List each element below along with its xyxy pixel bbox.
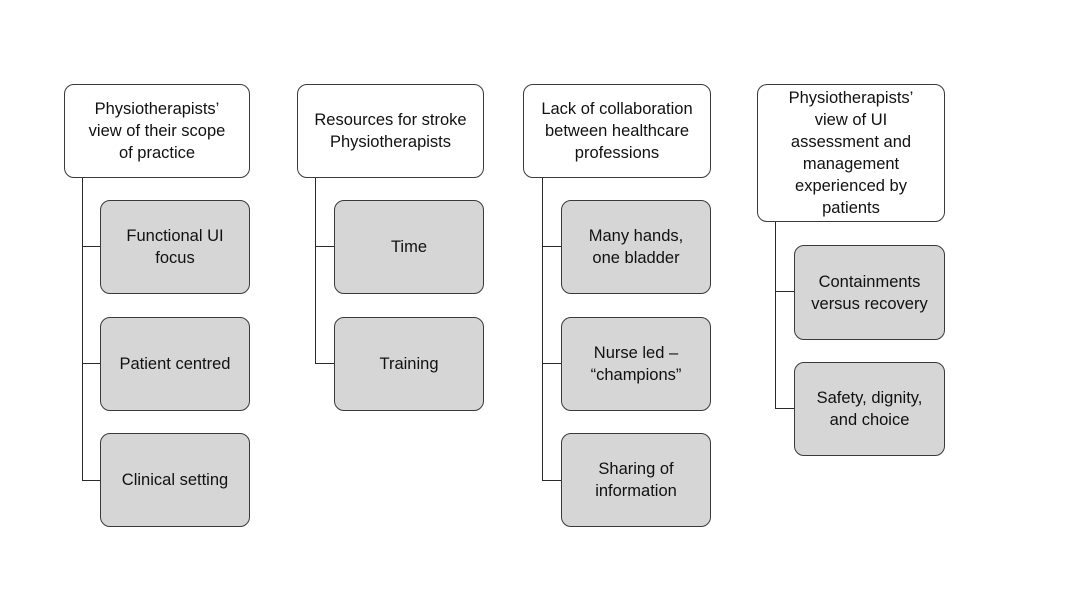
subtheme-label: Safety, dignity, and choice bbox=[816, 389, 923, 429]
subtheme-box: Safety, dignity, and choice bbox=[794, 362, 945, 456]
connector-horizontal bbox=[82, 363, 101, 365]
connector-horizontal bbox=[775, 291, 795, 293]
connector-vertical bbox=[775, 222, 777, 409]
subtheme-box: Clinical setting bbox=[100, 433, 250, 527]
connector-horizontal bbox=[82, 480, 101, 482]
theme-box: Physiotherapists’ view of UI assessment … bbox=[757, 84, 945, 222]
subtheme-box: Functional UI focus bbox=[100, 200, 250, 294]
connector-horizontal bbox=[542, 480, 562, 482]
subtheme-box: Sharing of information bbox=[561, 433, 711, 527]
connector-horizontal bbox=[542, 363, 562, 365]
subtheme-label: Patient centred bbox=[119, 355, 231, 373]
connector-horizontal bbox=[775, 408, 795, 410]
connector-vertical bbox=[315, 178, 317, 364]
subtheme-box: Many hands, one bladder bbox=[561, 200, 711, 294]
connector-horizontal bbox=[542, 246, 562, 248]
connector-vertical bbox=[82, 178, 84, 481]
theme-title: Resources for stroke Physiotherapists bbox=[314, 111, 467, 151]
subtheme-label: Clinical setting bbox=[121, 471, 229, 489]
subtheme-box: Time bbox=[334, 200, 484, 294]
theme-box: Physiotherapists’ view of their scope of… bbox=[64, 84, 250, 178]
connector-horizontal bbox=[315, 363, 335, 365]
connector-horizontal bbox=[315, 246, 335, 248]
theme-title: Physiotherapists’ view of their scope of… bbox=[88, 100, 226, 162]
subtheme-label: Containments versus recovery bbox=[811, 272, 928, 313]
subtheme-label: Many hands, one bladder bbox=[588, 227, 684, 267]
subtheme-label: Time bbox=[390, 238, 428, 256]
subtheme-box: Containments versus recovery bbox=[794, 245, 945, 340]
theme-title: Physiotherapists’ view of UI assessment … bbox=[788, 89, 914, 217]
theme-box: Lack of collaboration between healthcare… bbox=[523, 84, 711, 178]
subtheme-label: Functional UI focus bbox=[126, 227, 224, 267]
subtheme-box: Training bbox=[334, 317, 484, 411]
subtheme-label: Nurse led – “champions” bbox=[590, 344, 682, 384]
subtheme-label: Sharing of information bbox=[595, 460, 677, 500]
connector-horizontal bbox=[82, 246, 101, 248]
theme-title: Lack of collaboration between healthcare… bbox=[541, 100, 693, 162]
connector-vertical bbox=[542, 178, 544, 481]
subtheme-box: Patient centred bbox=[100, 317, 250, 411]
subtheme-box: Nurse led – “champions” bbox=[561, 317, 711, 411]
theme-box: Resources for stroke Physiotherapists bbox=[297, 84, 484, 178]
subtheme-label: Training bbox=[379, 355, 439, 373]
